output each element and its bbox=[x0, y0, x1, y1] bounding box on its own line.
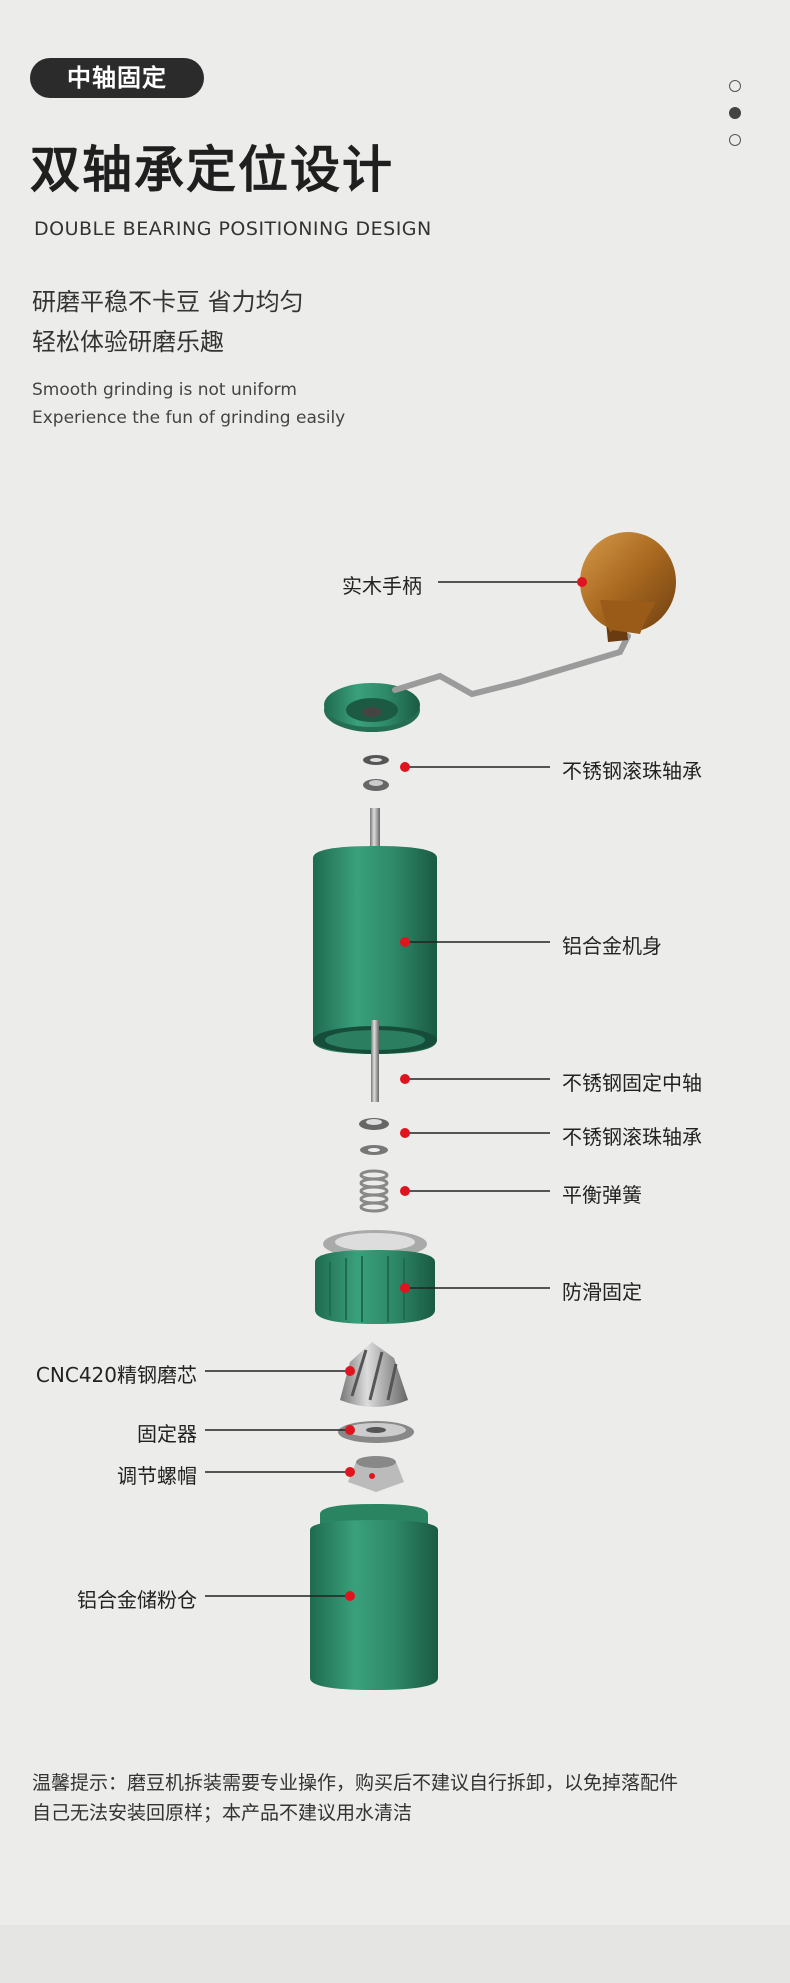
description-cn-line-1: 研磨平稳不卡豆 省力均匀 bbox=[32, 288, 304, 316]
label-fixer: 固定器 bbox=[137, 1422, 197, 1446]
adjust-nut bbox=[348, 1456, 404, 1492]
label-antislip: 防滑固定 bbox=[562, 1280, 642, 1304]
powder-container bbox=[310, 1504, 438, 1690]
section-badge: 中轴固定 bbox=[30, 58, 204, 98]
burr bbox=[340, 1342, 408, 1407]
label-spring: 平衡弹簧 bbox=[562, 1183, 642, 1207]
note-line-2: 自己无法安装回原样；本产品不建议用水清洁 bbox=[32, 1802, 413, 1824]
handle-assembly bbox=[324, 532, 676, 732]
page-dot-1[interactable] bbox=[729, 80, 741, 92]
label-body: 铝合金机身 bbox=[562, 934, 662, 958]
aluminium-body bbox=[313, 808, 437, 1102]
lower-parts bbox=[359, 1118, 389, 1213]
description-en-line-2: Experience the fun of grinding easily bbox=[32, 408, 346, 428]
label-nut: 调节螺帽 bbox=[117, 1464, 197, 1488]
description-en-line-1: Smooth grinding is not uniform bbox=[32, 380, 297, 400]
page-subtitle-en: DOUBLE BEARING POSITIONING DESIGN bbox=[34, 218, 432, 240]
fixer bbox=[338, 1421, 414, 1443]
label-bearing-bottom: 不锈钢滚珠轴承 bbox=[562, 1125, 702, 1149]
label-container: 铝合金储粉仓 bbox=[77, 1588, 197, 1612]
label-handle: 实木手柄 bbox=[342, 574, 422, 598]
page-title: 双轴承定位设计 bbox=[30, 141, 394, 199]
leader-lines bbox=[205, 581, 582, 1597]
antislip-ring bbox=[315, 1230, 435, 1324]
description-cn-line-2: 轻松体验研磨乐趣 bbox=[32, 328, 224, 356]
top-bearing bbox=[363, 755, 389, 791]
footer-band bbox=[0, 1925, 790, 1983]
note-line-1: 温馨提示：磨豆机拆装需要专业操作，购买后不建议自行拆卸，以免掉落配件 bbox=[32, 1772, 679, 1794]
label-bearing-top: 不锈钢滚珠轴承 bbox=[562, 759, 702, 783]
label-burr: CNC420精钢磨芯 bbox=[35, 1363, 197, 1387]
page-dot-2[interactable] bbox=[729, 107, 741, 119]
page-dot-3[interactable] bbox=[729, 134, 741, 146]
callout-dots bbox=[345, 577, 587, 1601]
label-shaft: 不锈钢固定中轴 bbox=[562, 1071, 702, 1095]
